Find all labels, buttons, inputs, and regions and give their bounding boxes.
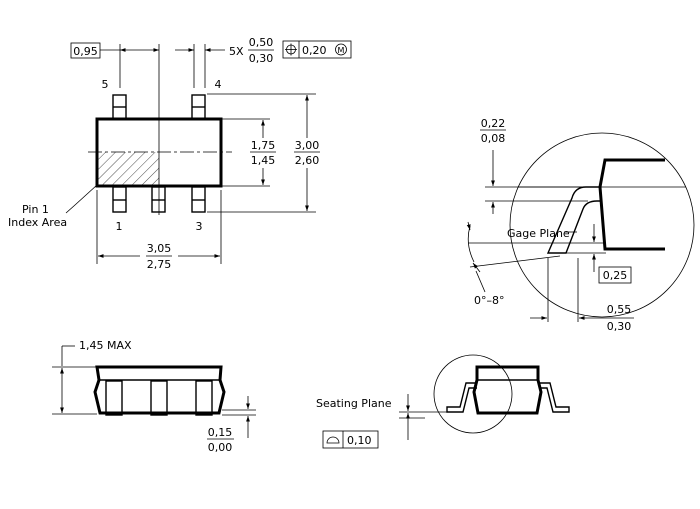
pin-3-label: 3 xyxy=(196,220,203,233)
length-max-text: 3,05 xyxy=(147,242,172,255)
angle-range-text: 0°–8° xyxy=(474,294,505,307)
gage-dimension-box xyxy=(598,266,632,284)
overall-width-min-text: 2,60 xyxy=(295,154,320,167)
coplanarity-frame xyxy=(322,430,379,449)
detail-body xyxy=(598,158,665,251)
package-body xyxy=(95,117,223,188)
seating-body xyxy=(472,365,543,415)
pin1-label-line1: Pin 1 xyxy=(22,203,49,216)
seating-plane-label: Seating Plane xyxy=(316,397,392,410)
detail-lead xyxy=(546,186,601,254)
seating-left-lead xyxy=(446,382,477,413)
lead-count-text: 5X xyxy=(229,45,244,58)
length-min-text: 2,75 xyxy=(147,258,172,271)
height-max-text: 1,45 MAX xyxy=(79,339,132,352)
side-body xyxy=(93,365,226,415)
pin1-index-area xyxy=(97,152,159,185)
lead-thickness-max-text: 0,22 xyxy=(481,117,506,130)
seating-view: Seating Plane 0,10 xyxy=(316,354,570,449)
lead-width-min-text: 0,30 xyxy=(249,52,274,65)
standoff-max-text: 0,15 xyxy=(208,426,233,439)
side-view: 1,45 MAX 0,15 0,00 xyxy=(52,339,256,454)
profile-symbol-icon xyxy=(326,436,340,444)
detail-circle xyxy=(509,132,695,318)
pin1-label-line2: Index Area xyxy=(8,216,67,229)
seating-right-lead xyxy=(539,382,570,413)
gage-dimension-text: 0,25 xyxy=(603,269,628,282)
position-tolerance-frame xyxy=(282,40,352,59)
gage-plane-label: Gage Plane xyxy=(507,227,570,240)
mmc-circle-icon xyxy=(335,43,347,56)
lead-thickness-min-text: 0,08 xyxy=(481,132,506,145)
pitch-box xyxy=(70,42,101,59)
body-width-max-text: 1,75 xyxy=(251,139,276,152)
side-leads xyxy=(105,380,213,416)
pin-4-label: 4 xyxy=(215,78,222,91)
coplanarity-text: 0,10 xyxy=(347,434,372,447)
top-view: 0,95 5X 0,50 0,30 0,20 M 5 4 1 3 xyxy=(8,36,352,271)
detail-view: Gage Plane 0,22 0,08 0,25 0°–8° 0,55 0,3… xyxy=(466,117,695,333)
mmc-symbol-text: M xyxy=(338,46,345,55)
position-tolerance-text: 0,20 xyxy=(302,44,327,57)
lead-width-max-text: 0,50 xyxy=(249,36,274,49)
pin-5-label: 5 xyxy=(102,78,109,91)
overall-width-max-text: 3,00 xyxy=(295,139,320,152)
standoff-min-text: 0,00 xyxy=(208,441,233,454)
body-width-min-text: 1,45 xyxy=(251,154,276,167)
seating-detail-circle xyxy=(433,354,513,434)
foot-length-max-text: 0,55 xyxy=(607,303,632,316)
pin-1-label: 1 xyxy=(116,220,123,233)
foot-length-min-text: 0,30 xyxy=(607,320,632,333)
pitch-text: 0,95 xyxy=(73,45,98,58)
